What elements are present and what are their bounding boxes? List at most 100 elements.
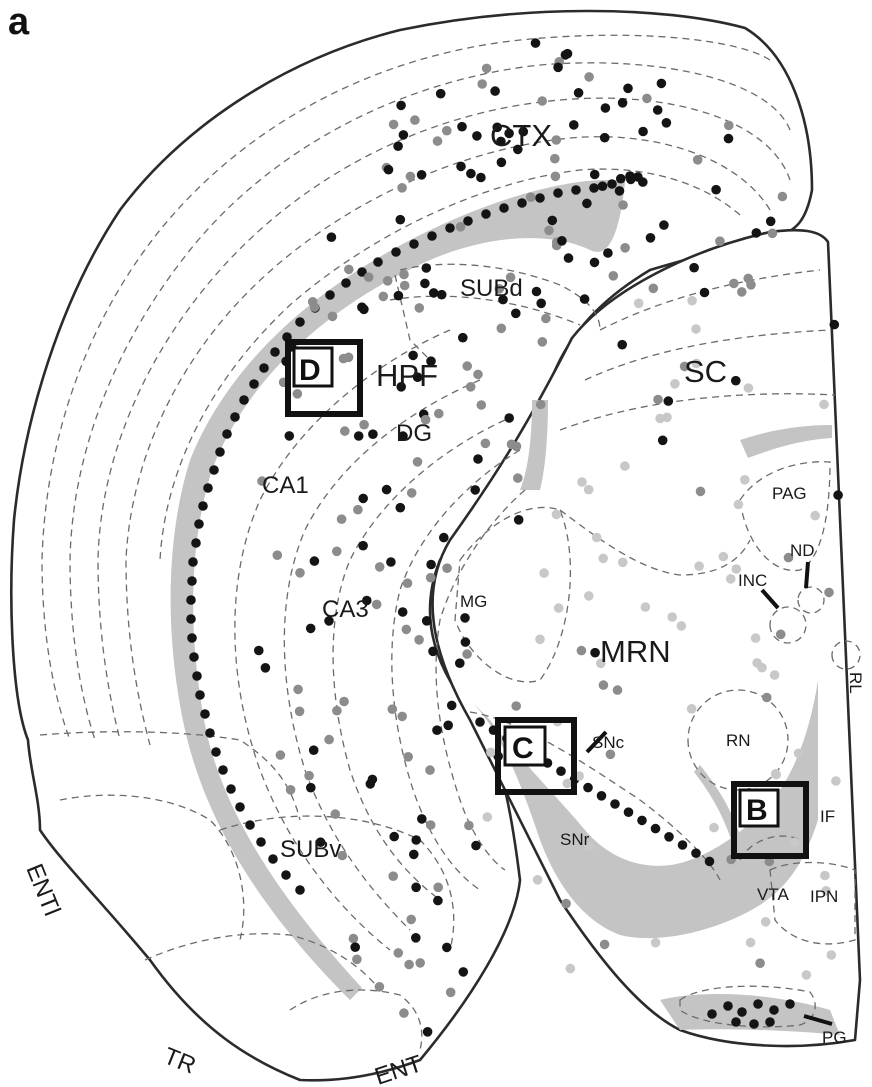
cell-dot-gray: [679, 361, 690, 372]
cell-dot-dark: [284, 431, 295, 441]
cell-dot-dark: [571, 185, 581, 195]
cell-dot-dark: [460, 613, 470, 623]
cell-dot-dark: [473, 454, 483, 464]
cell-dot-dark: [426, 356, 436, 367]
nd-callout: [804, 561, 810, 589]
cell-dot-dark: [560, 50, 571, 60]
cell-dot-dark: [368, 429, 378, 440]
cell-dot-gray: [433, 882, 444, 893]
cortex-layer-4: [125, 136, 771, 746]
cell-dot-gray: [648, 283, 659, 294]
box-d-letter: D: [299, 354, 321, 387]
cell-dot-dark: [657, 435, 668, 446]
cell-dot-dark: [829, 319, 840, 330]
cell-dot-light: [819, 399, 829, 410]
cell-dot-dark: [245, 820, 255, 830]
cell-dot-gray: [406, 914, 417, 925]
label-inc: INC: [738, 571, 767, 590]
cortex-layer-2: [69, 62, 791, 741]
cell-dot-dark: [421, 616, 432, 626]
cell-dot-dark: [256, 837, 266, 847]
cell-dot-light: [596, 658, 606, 669]
cell-dot-dark: [499, 203, 509, 213]
cell-dot-dark: [589, 183, 599, 193]
cell-dot-gray: [550, 171, 561, 182]
cell-dot-gray: [513, 473, 523, 483]
cell-dot-dark: [362, 595, 372, 606]
cell-dot-gray: [402, 578, 413, 588]
subd-boundary: [399, 263, 601, 331]
cell-dot-gray: [541, 313, 551, 324]
cell-dot-dark: [582, 198, 592, 209]
cell-dot-dark: [281, 870, 291, 880]
cell-dot-dark: [707, 1009, 717, 1019]
cell-dot-gray: [387, 704, 398, 714]
cell-dot-light: [752, 658, 762, 668]
ca-boundary-2: [283, 379, 481, 931]
cell-dot-gray: [295, 568, 305, 578]
label-pag: PAG: [772, 484, 807, 503]
label-rl: RL: [846, 672, 865, 694]
label-rn: RN: [726, 731, 751, 750]
cell-dot-dark: [504, 128, 514, 139]
pg-boundary: [679, 985, 816, 1028]
cell-dot-dark: [659, 220, 669, 230]
cell-dot-light: [640, 602, 651, 612]
cell-dot-dark: [397, 607, 408, 617]
cell-dot-dark: [731, 1017, 741, 1027]
cell-dot-dark: [192, 671, 202, 681]
cell-dot-dark: [215, 447, 225, 457]
cell-dot-gray: [404, 959, 414, 970]
cell-dot-gray: [576, 645, 587, 656]
mg-boundary: [454, 506, 572, 683]
label-sc: SC: [684, 354, 727, 389]
cell-dot-light: [691, 358, 702, 369]
cell-dot-dark: [191, 538, 201, 548]
cell-dot-gray: [399, 269, 409, 280]
region-labels: a CTX SUBd HPF SC DG CA1 PAG ND INC MG C…: [8, 1, 865, 1087]
label-dg: DG: [396, 420, 432, 447]
cell-dot-dark: [691, 848, 701, 858]
label-subd: SUBd: [460, 275, 523, 302]
label-tr: TR: [160, 1043, 200, 1080]
cell-dot-dark: [536, 298, 546, 309]
label-mrn: MRN: [600, 634, 671, 669]
cell-dot-dark: [270, 347, 280, 357]
cell-dot-dark: [617, 339, 627, 350]
cell-dot-gray: [353, 504, 363, 515]
cell-dot-gray: [339, 696, 349, 707]
cell-dot-gray: [642, 93, 652, 104]
label-enti: ENTl: [20, 860, 65, 920]
label-hpf: HPF: [376, 358, 438, 393]
cell-dot-dark: [616, 173, 626, 184]
cell-dot-dark: [704, 856, 715, 867]
cell-dot-dark: [458, 332, 468, 343]
cell-dot-dark: [433, 895, 443, 906]
cell-dot-light: [745, 937, 756, 948]
cell-dot-gray: [724, 120, 734, 131]
cell-dot-gray: [388, 119, 399, 130]
cell-dot-gray: [304, 770, 314, 781]
cell-dot-gray: [777, 191, 788, 202]
cell-dot-dark: [785, 999, 795, 1009]
cell-dot-dark: [383, 164, 394, 175]
pg-callout: [803, 1014, 833, 1026]
cell-dot-gray: [293, 684, 303, 695]
cell-dot-gray: [327, 311, 338, 322]
cell-dot-gray: [612, 685, 623, 695]
cell-dot-dark: [603, 248, 613, 258]
cell-dot-gray: [783, 552, 794, 563]
cell-dot-dark: [457, 121, 467, 132]
cell-dot-dark: [563, 253, 574, 263]
cell-dot-dark: [597, 181, 608, 191]
cell-dot-gray: [535, 399, 546, 410]
zoom-boxes: [285, 339, 809, 859]
cell-dot-dark: [470, 485, 481, 495]
cell-dot-gray: [462, 361, 473, 371]
cell-dot-dark: [412, 372, 423, 383]
cell-dot-gray: [525, 192, 536, 202]
cell-dot-gray: [344, 264, 354, 275]
cell-dot-light: [769, 670, 780, 680]
cell-dot-dark: [663, 396, 674, 406]
